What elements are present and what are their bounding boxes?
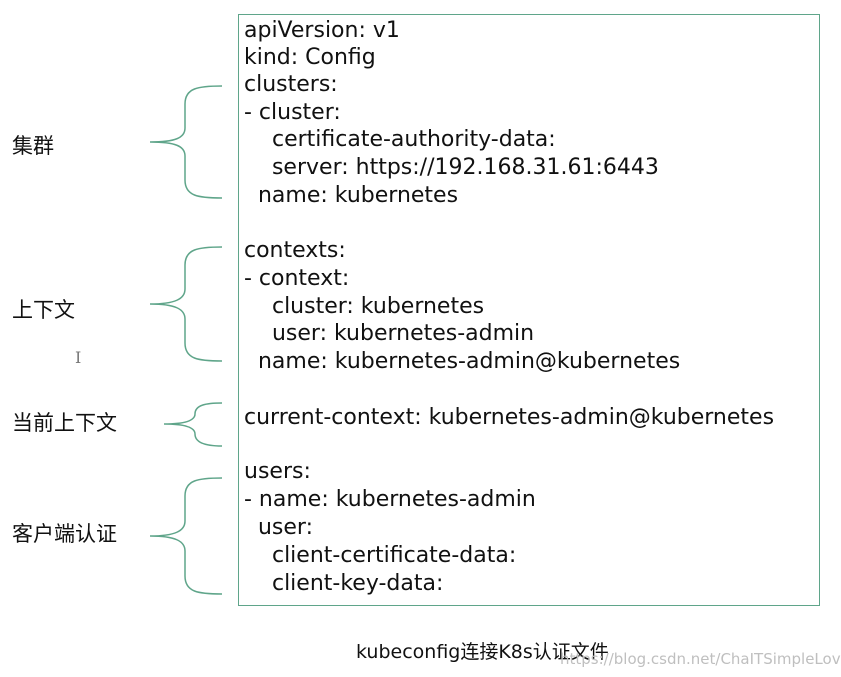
code-line-contexts: contexts:	[244, 238, 346, 263]
contexts-brace	[149, 246, 223, 362]
code-line-context-name: name: kubernetes-admin@kubernetes	[244, 349, 681, 374]
figure-caption: kubeconfig连接K8s认证文件	[356, 641, 609, 663]
code-line-kind: kind: Config	[244, 45, 376, 70]
label-current-context: 当前上下文	[12, 411, 117, 435]
code-line-client-certificate-data: client-certificate-data:	[244, 543, 517, 568]
code-line-current-context: current-context: kubernetes-admin@kubern…	[244, 405, 775, 430]
code-line-cluster: - cluster:	[244, 100, 341, 125]
label-contexts: 上下文	[12, 298, 75, 322]
code-line-context: - context:	[244, 266, 350, 291]
code-line-certificate-authority-data: certificate-authority-data:	[244, 127, 556, 152]
text-cursor-icon: I	[75, 348, 82, 367]
label-clusters: 集群	[12, 134, 54, 158]
code-line-clusters: clusters:	[244, 72, 338, 97]
users-brace	[149, 477, 223, 595]
kubeconfig-code-box	[238, 14, 820, 606]
code-line-user: user:	[244, 515, 313, 540]
code-line-api-version: apiVersion: v1	[244, 18, 400, 43]
current-context-brace	[163, 402, 223, 447]
code-line-user-name: - name: kubernetes-admin	[244, 487, 536, 512]
code-line-context-user: user: kubernetes-admin	[244, 321, 535, 346]
label-users: 客户端认证	[12, 522, 117, 546]
code-line-cluster-name: name: kubernetes	[244, 183, 459, 208]
code-line-client-key-data: client-key-data:	[244, 571, 444, 596]
code-line-users: users:	[244, 459, 311, 484]
watermark: https://blog.csdn.net/ChaITSimpleLove	[560, 650, 841, 668]
code-line-context-cluster: cluster: kubernetes	[244, 294, 485, 319]
clusters-brace	[149, 85, 223, 199]
code-line-server: server: https://192.168.31.61:6443	[244, 155, 659, 180]
